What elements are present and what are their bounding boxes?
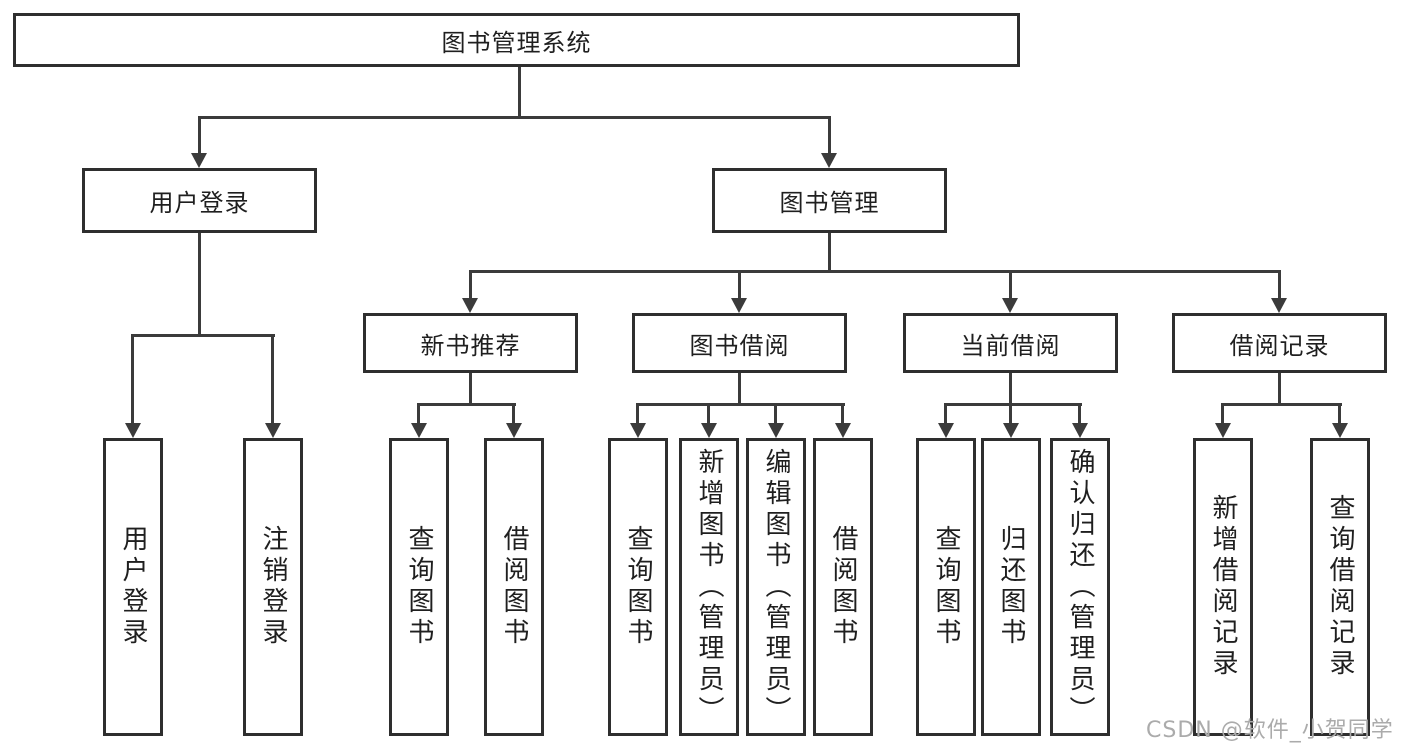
leaf-user-login: 用户登录	[103, 438, 163, 736]
leaf-logout: 注销登录	[243, 438, 303, 736]
leaf-borrow-books-recommend: 借阅图书	[484, 438, 544, 736]
connector-line	[1338, 403, 1341, 425]
leaf-add-borrow-record: 新增借阅记录	[1193, 438, 1253, 736]
connector-line	[417, 403, 516, 406]
leaf-return-books: 归还图书	[981, 438, 1041, 736]
leaf-borrow-books: 借阅图书	[813, 438, 873, 736]
leaf-query-books-recommend: 查询图书	[389, 438, 449, 736]
arrow-down-icon	[1332, 423, 1348, 438]
arrow-down-icon	[1271, 298, 1287, 313]
connector-line	[1009, 270, 1012, 300]
connector-line	[198, 116, 201, 156]
connector-line	[636, 403, 845, 406]
connector-line	[469, 373, 472, 406]
connector-line	[198, 116, 831, 119]
arrow-down-icon	[506, 423, 522, 438]
connector-line	[1221, 403, 1224, 425]
node-current-borrowing: 当前借阅	[903, 313, 1118, 373]
arrow-down-icon	[701, 423, 717, 438]
arrow-down-icon	[191, 153, 207, 168]
arrow-down-icon	[938, 423, 954, 438]
node-book-borrowing: 图书借阅	[632, 313, 847, 373]
node-user-login: 用户登录	[82, 168, 317, 233]
connector-line	[518, 66, 521, 118]
arrow-down-icon	[821, 153, 837, 168]
leaf-add-books-admin: 新增图书（管理员）	[679, 438, 739, 736]
arrow-down-icon	[1003, 423, 1019, 438]
arrow-down-icon	[1002, 298, 1018, 313]
connector-line	[271, 334, 274, 424]
connector-line	[512, 403, 515, 425]
connector-line	[828, 116, 831, 156]
node-borrowing-records: 借阅记录	[1172, 313, 1387, 373]
arrow-down-icon	[835, 423, 851, 438]
connector-line	[738, 373, 741, 406]
arrow-down-icon	[1215, 423, 1231, 438]
connector-line	[1009, 403, 1012, 425]
connector-line	[1078, 403, 1081, 425]
connector-line	[469, 270, 1281, 273]
connector-line	[944, 403, 947, 425]
connector-line	[636, 403, 639, 425]
node-new-book-recommendation: 新书推荐	[363, 313, 578, 373]
leaf-query-books-borrow: 查询图书	[608, 438, 668, 736]
connector-line	[1278, 373, 1281, 406]
connector-line	[944, 403, 1082, 406]
node-library-management-system: 图书管理系统	[13, 13, 1020, 67]
arrow-down-icon	[768, 423, 784, 438]
connector-line	[828, 233, 831, 273]
leaf-query-books-current: 查询图书	[916, 438, 976, 736]
connector-line	[469, 270, 472, 300]
connector-line	[841, 403, 844, 425]
connector-line	[738, 270, 741, 300]
leaf-edit-books-admin: 编辑图书（管理员）	[746, 438, 806, 736]
connector-line	[417, 403, 420, 425]
connector-line	[707, 403, 710, 425]
connector-line	[1278, 270, 1281, 300]
csdn-watermark: CSDN @软件_小贺同学	[1146, 718, 1394, 743]
node-book-management: 图书管理	[712, 168, 947, 233]
connector-line	[131, 334, 134, 424]
arrow-down-icon	[125, 423, 141, 438]
connector-line	[198, 233, 201, 337]
connector-line	[1009, 373, 1012, 406]
arrow-down-icon	[630, 423, 646, 438]
connector-line	[774, 403, 777, 425]
leaf-confirm-return-admin: 确认归还（管理员）	[1050, 438, 1110, 736]
arrow-down-icon	[1072, 423, 1088, 438]
arrow-down-icon	[411, 423, 427, 438]
arrow-down-icon	[265, 423, 281, 438]
connector-line	[1221, 403, 1342, 406]
leaf-query-borrow-record: 查询借阅记录	[1310, 438, 1370, 736]
connector-line	[131, 334, 275, 337]
arrow-down-icon	[731, 298, 747, 313]
arrow-down-icon	[462, 298, 478, 313]
